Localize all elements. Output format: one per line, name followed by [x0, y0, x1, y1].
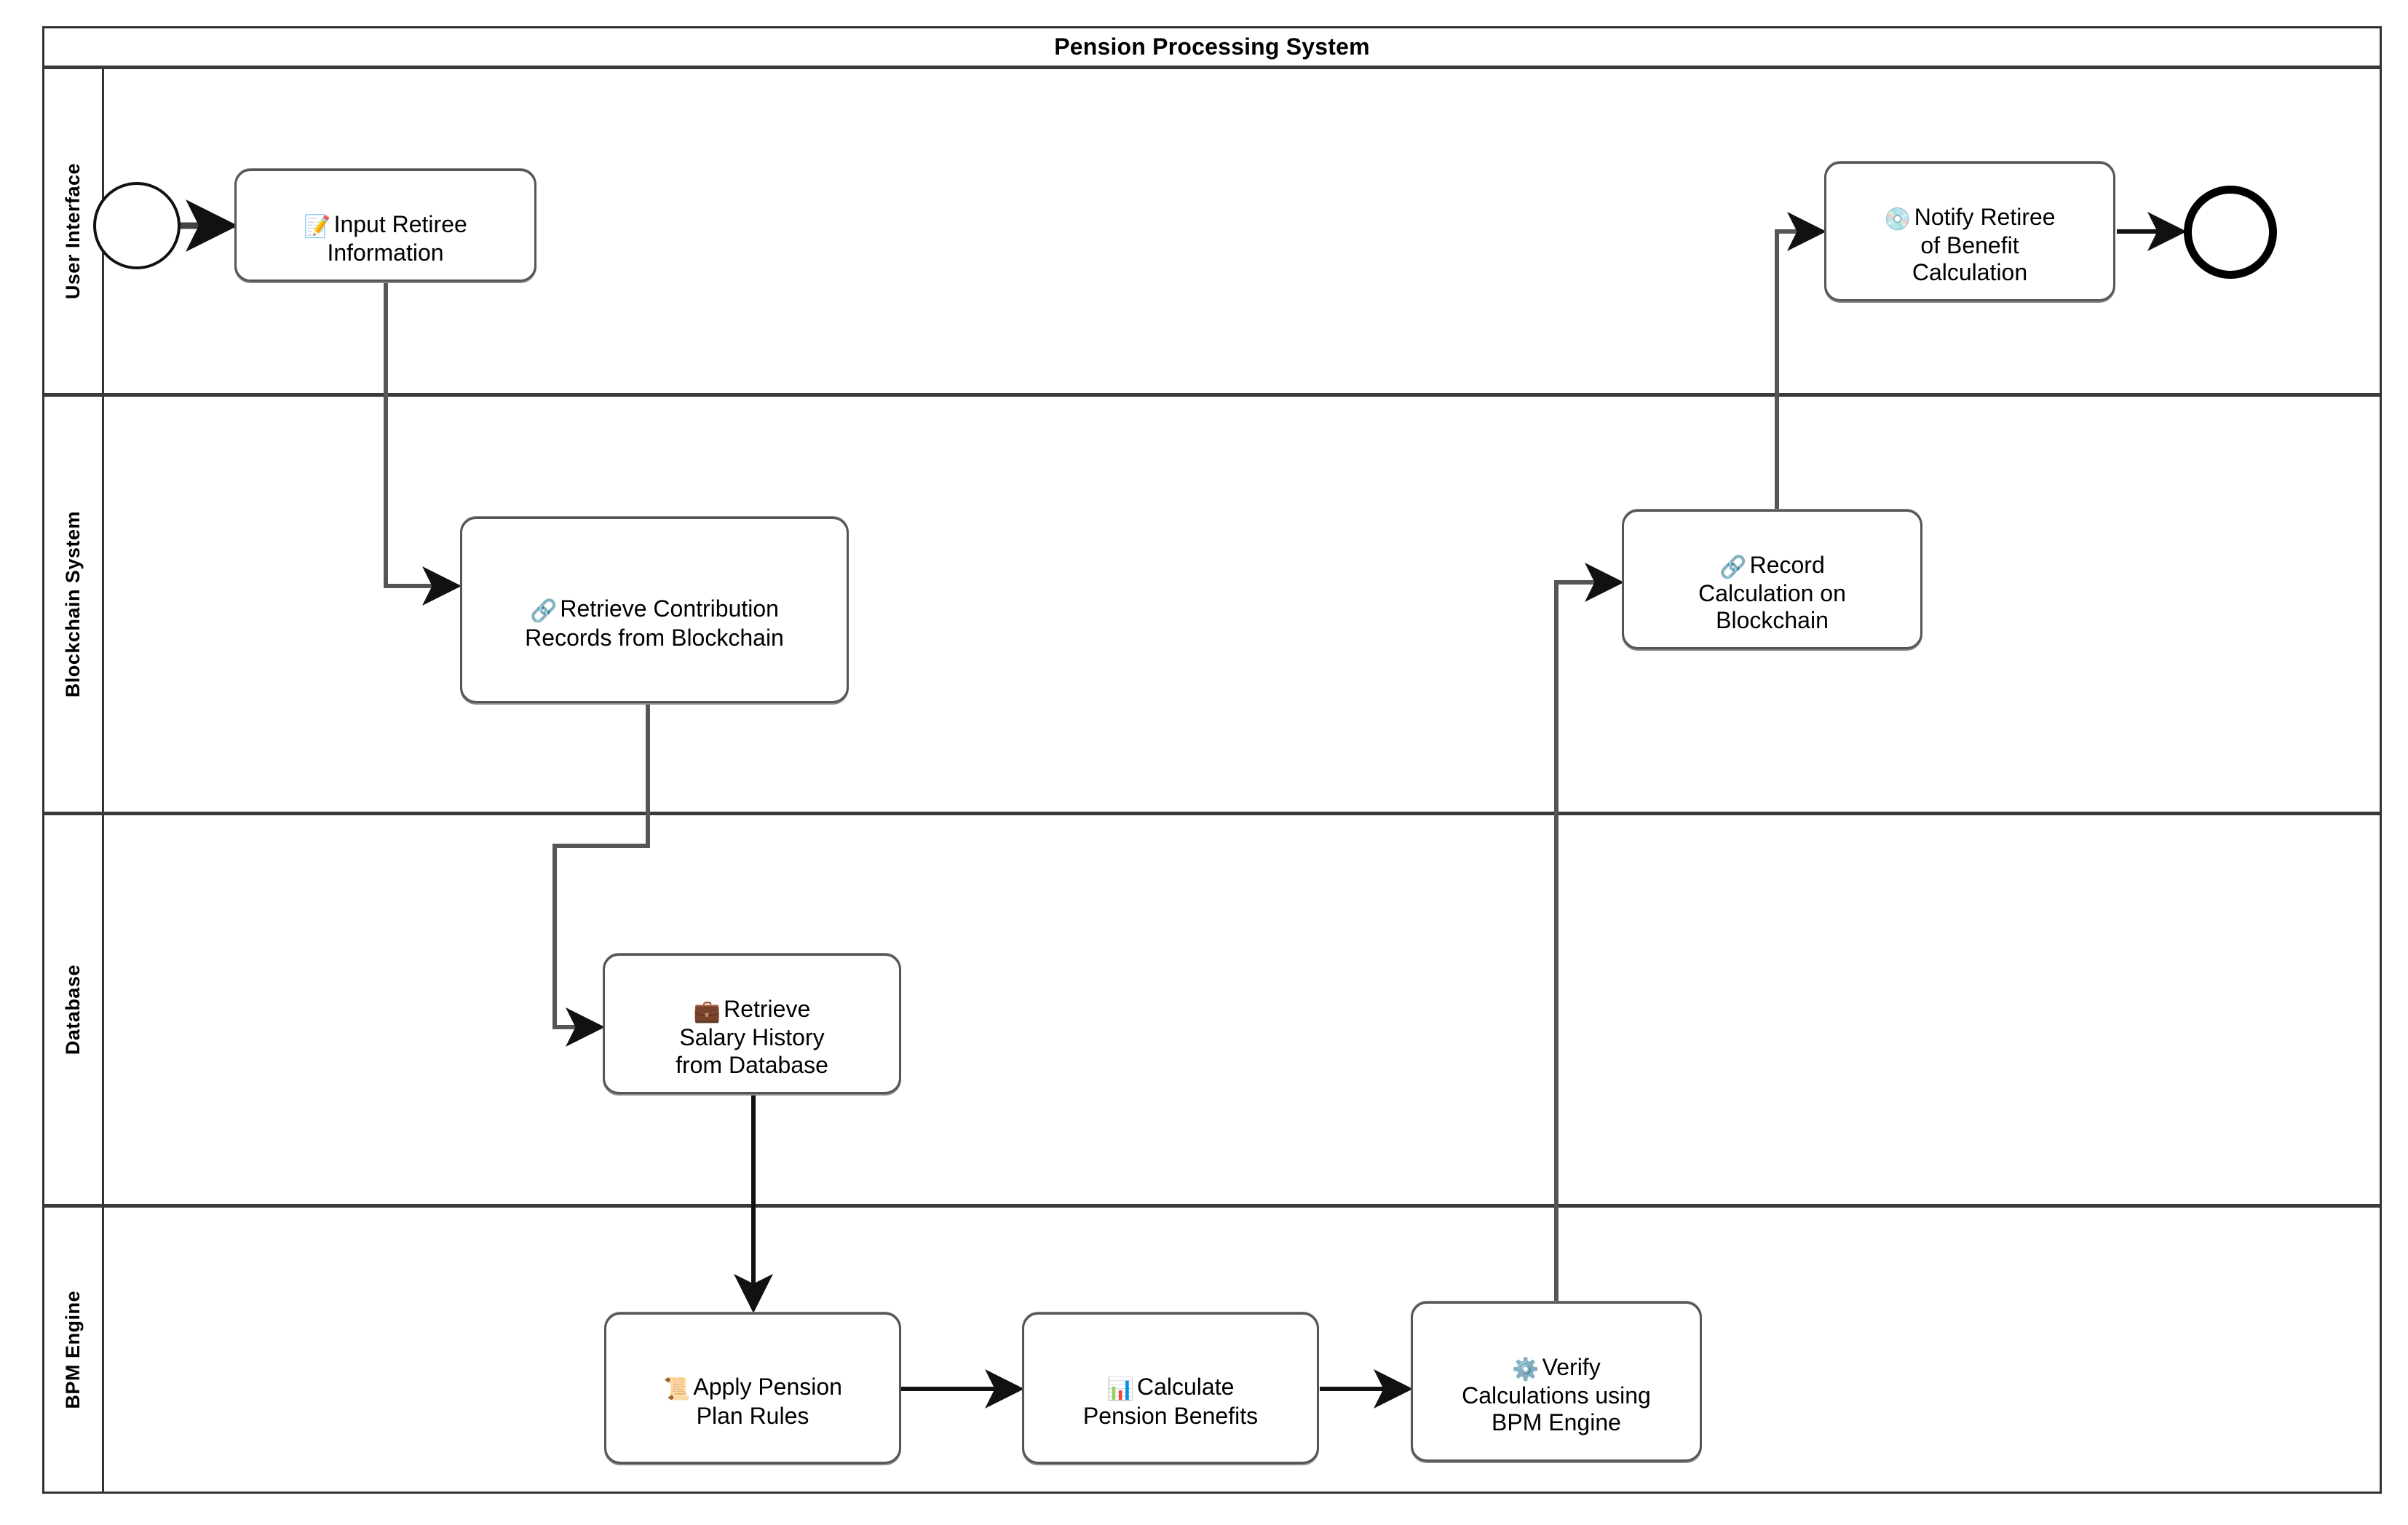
- link-icon: 🔗: [530, 599, 558, 624]
- task-verify-calculations-text: Verify Calculations using BPM Engine: [1462, 1353, 1651, 1436]
- lane-database-label-box: Database: [44, 815, 104, 1204]
- scroll-icon: 📜: [663, 1377, 691, 1402]
- task-record-calculation-on-blockchain[interactable]: 🔗Record Calculation on Blockchain: [1622, 510, 1922, 649]
- task-calculate-pension-benefits-label: 📊Calculate Pension Benefits: [1083, 1347, 1258, 1430]
- lane-bpm-engine-label: BPM Engine: [62, 1290, 84, 1409]
- task-retrieve-salary-history-label: 💼Retrieve Salary History from Database: [676, 969, 828, 1079]
- task-retrieve-contribution-records-label: 🔗Retrieve Contribution Records from Bloc…: [525, 569, 784, 651]
- task-retrieve-salary-history[interactable]: 💼Retrieve Salary History from Database: [603, 954, 901, 1094]
- bar-chart-icon: 📊: [1106, 1377, 1134, 1402]
- task-record-calculation-on-blockchain-label: 🔗Record Calculation on Blockchain: [1698, 524, 1846, 634]
- gear-icon: ⚙️: [1512, 1357, 1540, 1382]
- lane-blockchain-system-label: Blockchain System: [62, 510, 84, 698]
- task-retrieve-contribution-records-text: Retrieve Contribution Records from Block…: [525, 595, 784, 651]
- lane-user-interface-label: User Interface: [62, 162, 84, 300]
- task-verify-calculations-label: ⚙️Verify Calculations using BPM Engine: [1462, 1326, 1651, 1436]
- lane-database-label: Database: [62, 964, 84, 1055]
- lane-blockchain-system-label-box: Blockchain System: [44, 397, 104, 812]
- task-apply-pension-plan-rules-label: 📜Apply Pension Plan Rules: [663, 1347, 842, 1430]
- pool-header: Pension Processing System: [44, 28, 2380, 69]
- task-verify-calculations[interactable]: ⚙️Verify Calculations using BPM Engine: [1411, 1302, 1702, 1462]
- lane-bpm-engine: BPM Engine: [44, 1208, 2380, 1492]
- task-notify-retiree-label: 💿Notify Retiree of Benefit Calculation: [1884, 176, 2055, 286]
- task-input-retiree-information-text: Input Retiree Information: [327, 210, 467, 266]
- task-notify-retiree-text: Notify Retiree of Benefit Calculation: [1912, 203, 2056, 286]
- task-retrieve-salary-history-text: Retrieve Salary History from Database: [676, 996, 828, 1078]
- task-calculate-pension-benefits[interactable]: 📊Calculate Pension Benefits: [1022, 1312, 1319, 1464]
- lane-blockchain-system: Blockchain System: [44, 397, 2380, 815]
- task-record-calculation-on-blockchain-text: Record Calculation on Blockchain: [1698, 551, 1846, 634]
- memo-icon: 📝: [304, 214, 331, 239]
- lane-database: Database: [44, 815, 2380, 1208]
- task-input-retiree-information-label: 📝Input Retiree Information: [304, 184, 467, 267]
- start-event[interactable]: [93, 182, 181, 269]
- blue-disc-icon: 💿: [1884, 207, 1912, 231]
- task-retrieve-contribution-records[interactable]: 🔗Retrieve Contribution Records from Bloc…: [460, 517, 849, 703]
- pool-title: Pension Processing System: [1054, 33, 1370, 60]
- task-calculate-pension-benefits-text: Calculate Pension Benefits: [1082, 1374, 1259, 1429]
- link-icon: 🔗: [1719, 555, 1747, 579]
- lane-bpm-engine-label-box: BPM Engine: [44, 1208, 104, 1492]
- task-input-retiree-information[interactable]: 📝Input Retiree Information: [234, 169, 536, 282]
- task-apply-pension-plan-rules[interactable]: 📜Apply Pension Plan Rules: [604, 1312, 901, 1464]
- task-notify-retiree[interactable]: 💿Notify Retiree of Benefit Calculation: [1824, 162, 2115, 301]
- task-apply-pension-plan-rules-text: Apply Pension Plan Rules: [693, 1374, 842, 1429]
- end-event[interactable]: [2184, 186, 2277, 279]
- briefcase-icon: 💼: [693, 999, 721, 1024]
